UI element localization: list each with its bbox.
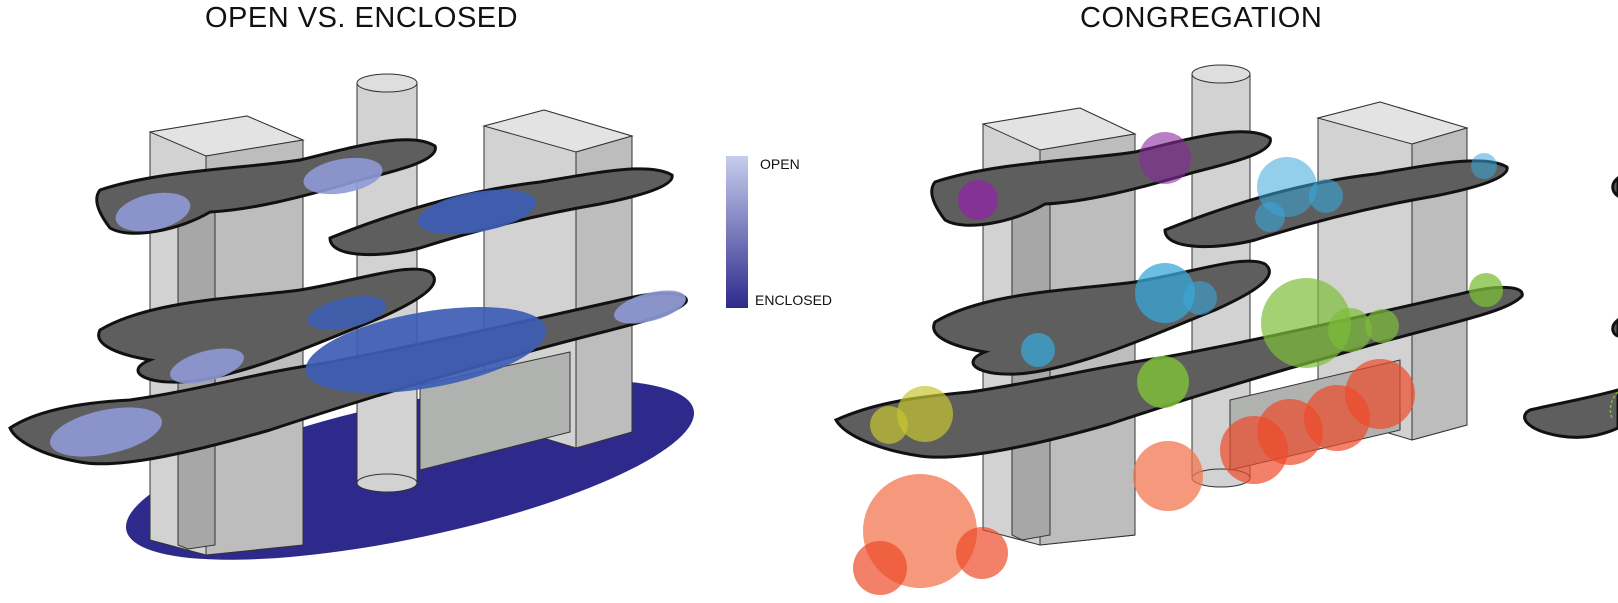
legend-label-enclosed: ENCLOSED xyxy=(755,292,833,308)
congregation-circle-red xyxy=(853,541,907,595)
congregation-circle-green xyxy=(1469,273,1503,307)
open-zone xyxy=(303,157,383,195)
congregation-circle-yellow xyxy=(897,386,953,442)
congregation-circle-green xyxy=(1261,278,1351,368)
congregation-circle-cyan xyxy=(1021,333,1055,367)
congregation-circle-cyan xyxy=(1135,263,1195,323)
floor-slab-middle xyxy=(1611,318,1618,338)
congregation-circle-red xyxy=(1220,416,1288,484)
congregation-circle-purple xyxy=(958,180,998,220)
congregation-diagram xyxy=(833,64,1524,595)
congregation-circle-red xyxy=(956,527,1008,579)
floor-slab-upper xyxy=(1611,176,1618,198)
legend-label-open: OPEN xyxy=(760,156,800,172)
congregation-circle-orange xyxy=(1133,441,1203,511)
third-diagram-partial xyxy=(1523,176,1618,439)
open-zone xyxy=(170,348,244,384)
congregation-circle-yellow xyxy=(870,406,908,444)
open-zone xyxy=(50,407,162,457)
congregation-circle-green xyxy=(1328,308,1372,352)
congregation-circle-green xyxy=(1365,309,1399,343)
congregation-circle-cyan xyxy=(1183,281,1217,315)
semi-enclosed-zone xyxy=(305,306,547,394)
diagram-title-open-vs-enclosed: OPEN VS. ENCLOSED xyxy=(205,2,519,34)
semi-enclosed-zone xyxy=(307,296,387,330)
congregation-circle-cyan xyxy=(1255,202,1285,232)
congregation-circle-purple xyxy=(1139,132,1191,184)
open-vs-enclosed-diagram xyxy=(8,73,748,560)
congregation-circle-green xyxy=(1137,356,1189,408)
dashed-zone-outline xyxy=(1609,391,1618,419)
legend-gradient-bar xyxy=(726,156,748,308)
semi-enclosed-zone xyxy=(417,189,537,235)
diagram-title-congregation: CONGREGATION xyxy=(1080,2,1323,34)
congregation-circle-cyan xyxy=(1471,153,1497,179)
congregation-circle-cyan xyxy=(1309,179,1343,213)
open-zone xyxy=(614,290,686,324)
open-zone xyxy=(115,192,191,232)
floor-slab-lower xyxy=(1523,388,1618,439)
congregation-circle-cyan xyxy=(1257,157,1317,217)
